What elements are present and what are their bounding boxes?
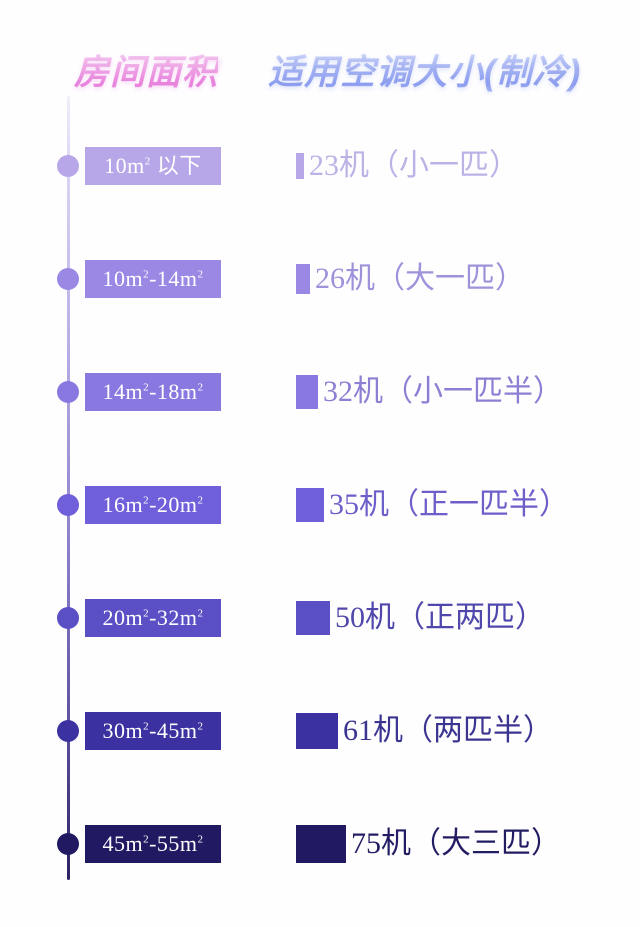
capacity-swatch — [296, 264, 310, 294]
room-area-label: 14m2-18m2 — [102, 379, 204, 404]
table-row: 10m2 以下 23机（小一匹） — [0, 136, 640, 196]
capacity-swatch — [296, 153, 304, 179]
room-area-pill: 10m2-14m2 — [85, 260, 221, 298]
room-area-pill: 10m2 以下 — [85, 147, 221, 185]
room-area-pill: 16m2-20m2 — [85, 486, 221, 524]
room-area-label: 45m2-55m2 — [102, 831, 204, 856]
ac-capacity-label: 23机（小一匹） — [309, 149, 519, 182]
capacity-swatch — [296, 488, 324, 522]
timeline-dot — [57, 607, 79, 629]
room-area-label: 30m2-45m2 — [102, 718, 204, 743]
room-area-label: 10m2-14m2 — [102, 266, 204, 291]
header-room-area: 房间面积 — [74, 48, 218, 98]
room-area-pill: 30m2-45m2 — [85, 712, 221, 750]
timeline-dot — [57, 381, 79, 403]
ac-capacity-cell: 26机（大一匹） — [296, 264, 525, 294]
ac-capacity-label: 50机（正两匹） — [335, 601, 545, 634]
room-area-label: 20m2-32m2 — [102, 605, 204, 630]
timeline-dot — [57, 833, 79, 855]
capacity-swatch — [296, 825, 346, 863]
timeline-dot — [57, 720, 79, 742]
ac-capacity-label: 32机（小一匹半） — [323, 375, 563, 408]
timeline-dot — [57, 155, 79, 177]
table-row: 16m2-20m2 35机（正一匹半） — [0, 475, 640, 535]
header-ac-size: 适用空调大小(制冷) — [268, 48, 581, 98]
timeline-axis — [67, 96, 70, 880]
table-row: 14m2-18m2 32机（小一匹半） — [0, 362, 640, 422]
capacity-swatch — [296, 713, 338, 749]
table-row: 20m2-32m2 50机（正两匹） — [0, 588, 640, 648]
ac-capacity-label: 35机（正一匹半） — [329, 488, 569, 521]
ac-capacity-cell: 50机（正两匹） — [296, 601, 545, 635]
timeline-dot — [57, 268, 79, 290]
capacity-swatch — [296, 375, 318, 409]
ac-capacity-cell: 75机（大三匹） — [296, 825, 561, 863]
room-area-pill: 20m2-32m2 — [85, 599, 221, 637]
room-area-pill: 45m2-55m2 — [85, 825, 221, 863]
table-row: 30m2-45m2 61机（两匹半） — [0, 701, 640, 761]
table-row: 45m2-55m2 75机（大三匹） — [0, 814, 640, 874]
room-area-label: 16m2-20m2 — [102, 492, 204, 517]
capacity-swatch — [296, 601, 330, 635]
room-area-label: 10m2 以下 — [104, 153, 202, 178]
ac-capacity-cell: 32机（小一匹半） — [296, 375, 563, 409]
ac-capacity-label: 61机（两匹半） — [343, 714, 553, 747]
table-row: 10m2-14m2 26机（大一匹） — [0, 249, 640, 309]
room-area-pill: 14m2-18m2 — [85, 373, 221, 411]
ac-capacity-cell: 61机（两匹半） — [296, 713, 553, 749]
column-headers: 房间面积 适用空调大小(制冷) — [0, 48, 640, 104]
ac-capacity-cell: 35机（正一匹半） — [296, 488, 569, 522]
ac-capacity-label: 26机（大一匹） — [315, 262, 525, 295]
ac-capacity-cell: 23机（小一匹） — [296, 151, 519, 181]
ac-capacity-label: 75机（大三匹） — [351, 827, 561, 860]
timeline-dot — [57, 494, 79, 516]
